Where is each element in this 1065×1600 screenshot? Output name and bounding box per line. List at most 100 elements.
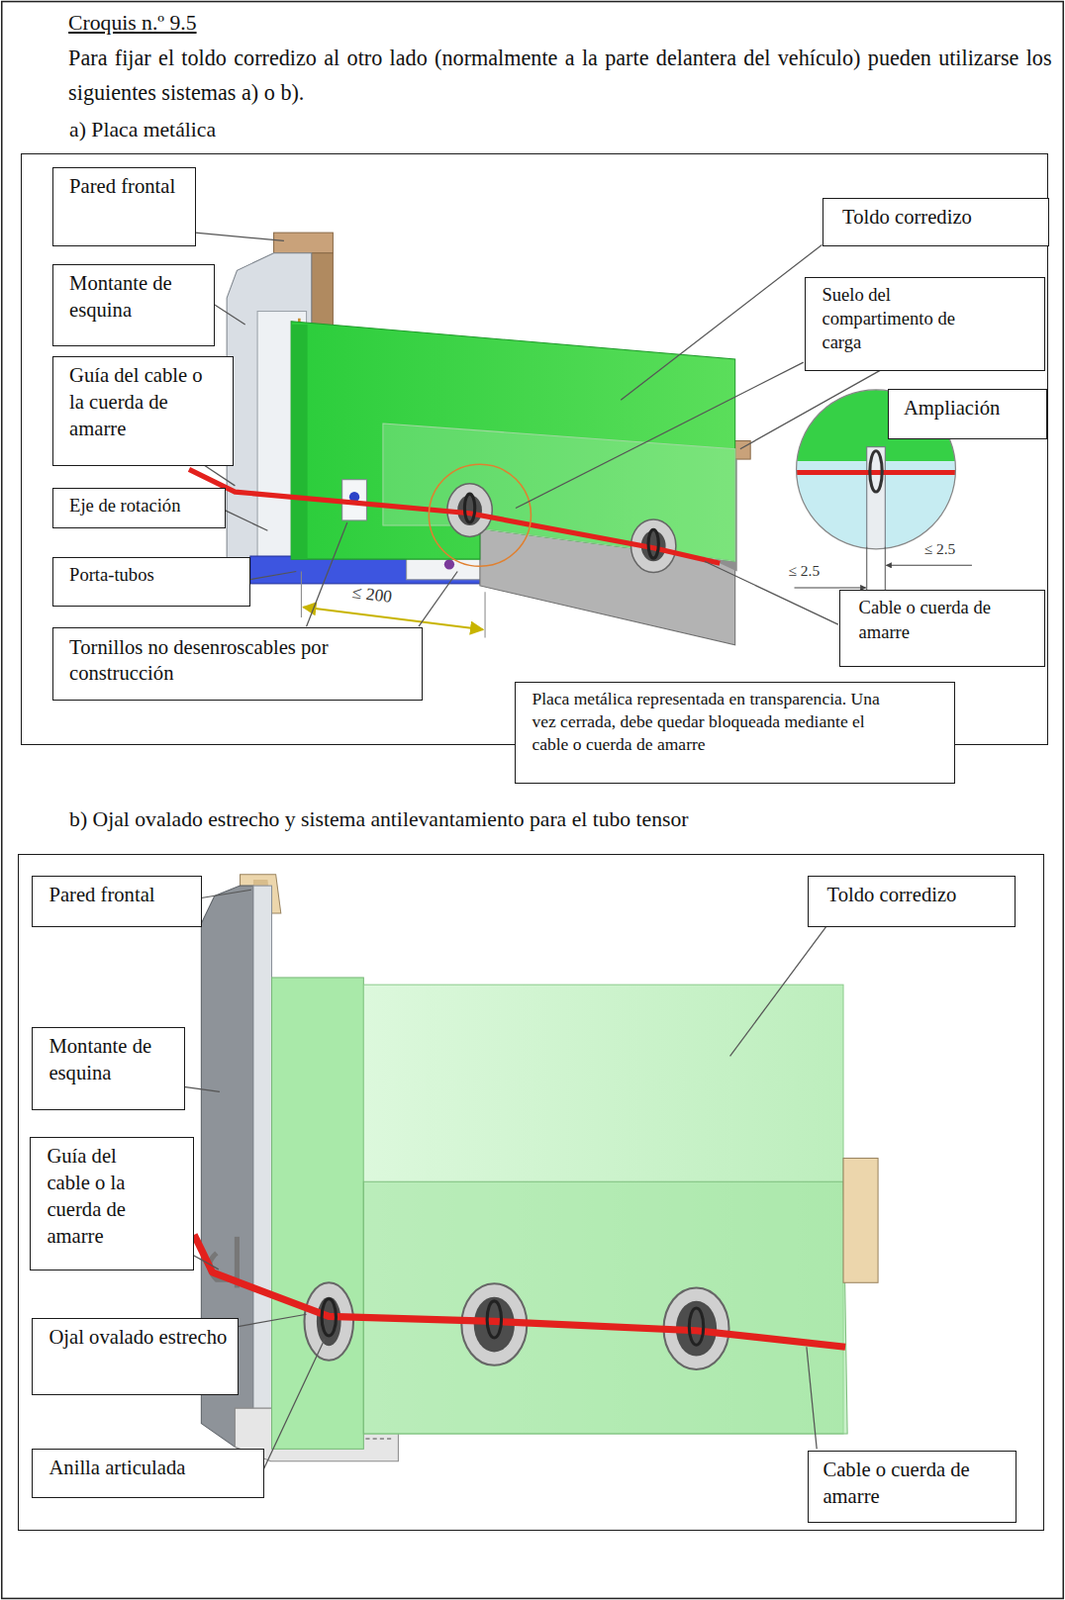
enlargement xyxy=(796,470,961,476)
detail-circle xyxy=(428,464,531,567)
lashing-cable xyxy=(189,469,720,564)
callout-text: Montante de esquina xyxy=(48,1033,164,1087)
intro-paragraph: Para fijar el toldo corredizo al otro la… xyxy=(68,40,1052,110)
front-wall xyxy=(311,253,334,336)
leader-line xyxy=(418,572,458,628)
panel-heading: a) Placa metálica xyxy=(69,117,216,143)
hinged-ring xyxy=(486,1301,501,1339)
cargo-floor xyxy=(843,1158,878,1283)
corner-post xyxy=(253,885,273,1453)
corner-post xyxy=(226,253,312,568)
leader-line xyxy=(237,1314,306,1327)
panel-heading: b) Ojal ovalado estrecho y sistema antil… xyxy=(69,807,688,833)
leader-line xyxy=(806,1347,817,1450)
callout-text: Ampliación xyxy=(903,394,1039,422)
leader-line xyxy=(184,889,828,1470)
callout-box: Porta-tubos xyxy=(52,557,251,607)
tube-holder xyxy=(444,559,455,570)
callout-text: Pared frontal xyxy=(69,173,188,200)
narrow-oval-eyelet xyxy=(316,1297,342,1348)
callout-text: Guía del cable o la cuerda de amarre xyxy=(46,1143,163,1250)
panel-frame: a) Placa metálicaPared frontalToldo corr… xyxy=(20,153,1050,746)
callout-text: Tornillos no desenroscables por construc… xyxy=(69,634,414,688)
lashing-cable xyxy=(193,1235,846,1348)
cargo-floor xyxy=(843,1158,878,1283)
callout-box: Tornillos no desenroscables por construc… xyxy=(52,627,423,700)
enlargement-dimensions xyxy=(885,565,972,567)
leader-line xyxy=(306,522,348,627)
leader-line xyxy=(620,245,822,401)
callout-text: Pared frontal xyxy=(48,881,194,909)
dimension-label: ≤ 2.5 xyxy=(787,562,820,581)
callout-box: Toldo corredizo xyxy=(822,197,1050,246)
leader-line xyxy=(730,925,828,1057)
leader-line xyxy=(200,889,252,898)
leader-line xyxy=(740,370,880,449)
leader-line xyxy=(184,1086,220,1092)
dimension-label: ≤ 2.5 xyxy=(924,540,957,560)
hinged-ring xyxy=(321,1299,704,1346)
leader-line xyxy=(194,232,285,241)
callout-text: Eje de rotación xyxy=(69,493,217,518)
ring xyxy=(464,493,659,559)
callout-text: Montante de esquina xyxy=(69,270,205,324)
callout-box: Pared frontal xyxy=(52,167,196,246)
dimension-label: ≤ 200 xyxy=(351,581,394,607)
corner-post xyxy=(226,253,312,568)
callout-box: Suelo del compartimento de carga xyxy=(804,277,1046,373)
callout-box: Toldo corredizo xyxy=(807,875,1016,928)
sliding-tarp xyxy=(272,977,365,1450)
callout-box: Placa metálica representada en transpare… xyxy=(514,681,956,784)
front-wall xyxy=(274,232,334,254)
leader-line xyxy=(213,303,246,325)
callout-text: Placa metálica representada en transpare… xyxy=(531,687,882,756)
callout-box: Ampliación xyxy=(887,388,1048,440)
lashing-cable xyxy=(193,1235,846,1348)
narrow-oval-eyelet xyxy=(304,1282,355,1360)
leader-line xyxy=(193,1255,219,1269)
dimension-line xyxy=(484,591,486,638)
leader-line xyxy=(515,362,804,508)
dimension-line xyxy=(300,572,302,618)
callout-box: Pared frontal xyxy=(31,875,202,928)
leader-line xyxy=(704,561,839,625)
callout-box: Guía del cable o la cuerda de amarre xyxy=(29,1137,194,1271)
callout-text: Ojal ovalado estrecho xyxy=(48,1324,230,1352)
enlargement-dimensions xyxy=(794,586,867,588)
callout-box: Montante de esquina xyxy=(52,264,215,347)
callout-box: Cable o cuerda de amarre xyxy=(839,589,1046,667)
callout-text: Porta-tubos xyxy=(69,563,241,587)
dimension-line xyxy=(302,607,484,631)
enlargement-dimensions xyxy=(866,547,868,597)
hinged-ring xyxy=(321,1299,336,1337)
ring xyxy=(648,529,659,559)
callout-box: Cable o cuerda de amarre xyxy=(807,1451,1017,1524)
leader-line xyxy=(263,1339,325,1470)
leader-line xyxy=(194,232,880,627)
callout-text: Cable o cuerda de amarre xyxy=(859,595,1038,644)
leader-line xyxy=(203,465,235,486)
sliding-tarp xyxy=(272,977,849,1450)
callout-text: Suelo del compartimento de carga xyxy=(821,283,983,355)
enlargement xyxy=(870,451,882,492)
hinged-ring xyxy=(688,1308,703,1346)
callout-text: Toldo corredizo xyxy=(827,881,1008,909)
ring xyxy=(464,493,475,523)
enlargement xyxy=(867,447,886,560)
callout-text: Anilla articulada xyxy=(48,1454,255,1482)
callout-box: Ojal ovalado estrecho xyxy=(31,1318,239,1396)
sliding-tarp xyxy=(290,324,308,560)
callout-text: Guía del cable o la cuerda de amarre xyxy=(69,362,213,442)
enlargement-dimensions xyxy=(884,547,886,597)
callout-box: Anilla articulada xyxy=(31,1449,265,1500)
panel-frame: b) Ojal ovalado estrecho y sistema antil… xyxy=(17,854,1046,1532)
callout-text: Toldo corredizo xyxy=(842,203,1041,231)
leader-line xyxy=(249,572,296,581)
sliding-tarp xyxy=(363,1181,848,1435)
page-title: Croquis n.º 9.5 xyxy=(68,10,196,36)
callout-text: Cable o cuerda de amarre xyxy=(822,1456,985,1511)
callout-box: Montante de esquina xyxy=(31,1027,186,1112)
callout-box: Guía del cable o la cuerda de amarre xyxy=(52,356,235,467)
